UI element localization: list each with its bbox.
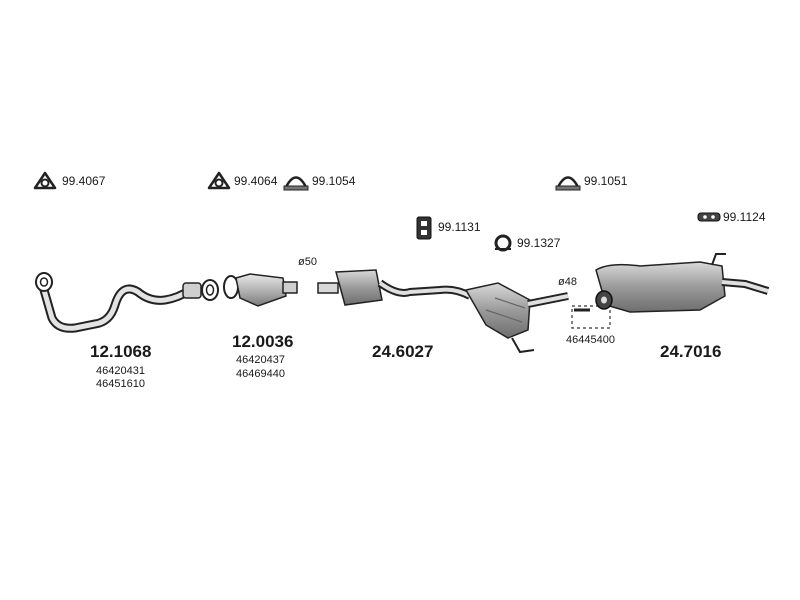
diameter-label: ø50 [298, 256, 317, 268]
rear-silencer-24-7016 [595, 253, 770, 313]
part-number: 12.1068 [90, 342, 152, 361]
oem-number: 46420431 [96, 365, 145, 377]
front-pipe-12-1068 [35, 272, 219, 333]
part-number: 12.0036 [232, 332, 294, 351]
accessory-code: 99.1051 [584, 174, 628, 188]
middle-silencer-24-6027 [317, 269, 569, 354]
bracket-icon [697, 212, 721, 222]
oem-number: 46445400 [566, 334, 615, 346]
accessory-code: 99.1124 [723, 210, 766, 224]
part-number: 24.7016 [660, 342, 722, 361]
catalytic-converter-12-0036 [223, 273, 298, 307]
oem-number: 46420437 [236, 354, 285, 366]
clamp-icon [555, 176, 581, 191]
oem-number: 46451610 [96, 378, 145, 390]
spare-pipe-46445400 [571, 305, 611, 329]
diameter-label: ø48 [558, 276, 577, 288]
accessory-code: 99.4067 [62, 174, 106, 188]
triangle-gasket-icon [207, 171, 231, 190]
oem-number: 46469440 [236, 368, 285, 380]
accessory-code: 99.4064 [234, 174, 278, 188]
ring-mount-icon [494, 234, 512, 252]
accessory-code: 99.1054 [312, 174, 356, 188]
clamp-icon [283, 176, 309, 191]
triangle-gasket-icon [33, 171, 57, 190]
rubber-hanger-icon [416, 216, 432, 240]
part-number: 24.6027 [372, 342, 434, 361]
accessory-code: 99.1131 [438, 220, 481, 234]
accessory-code: 99.1327 [517, 236, 561, 250]
